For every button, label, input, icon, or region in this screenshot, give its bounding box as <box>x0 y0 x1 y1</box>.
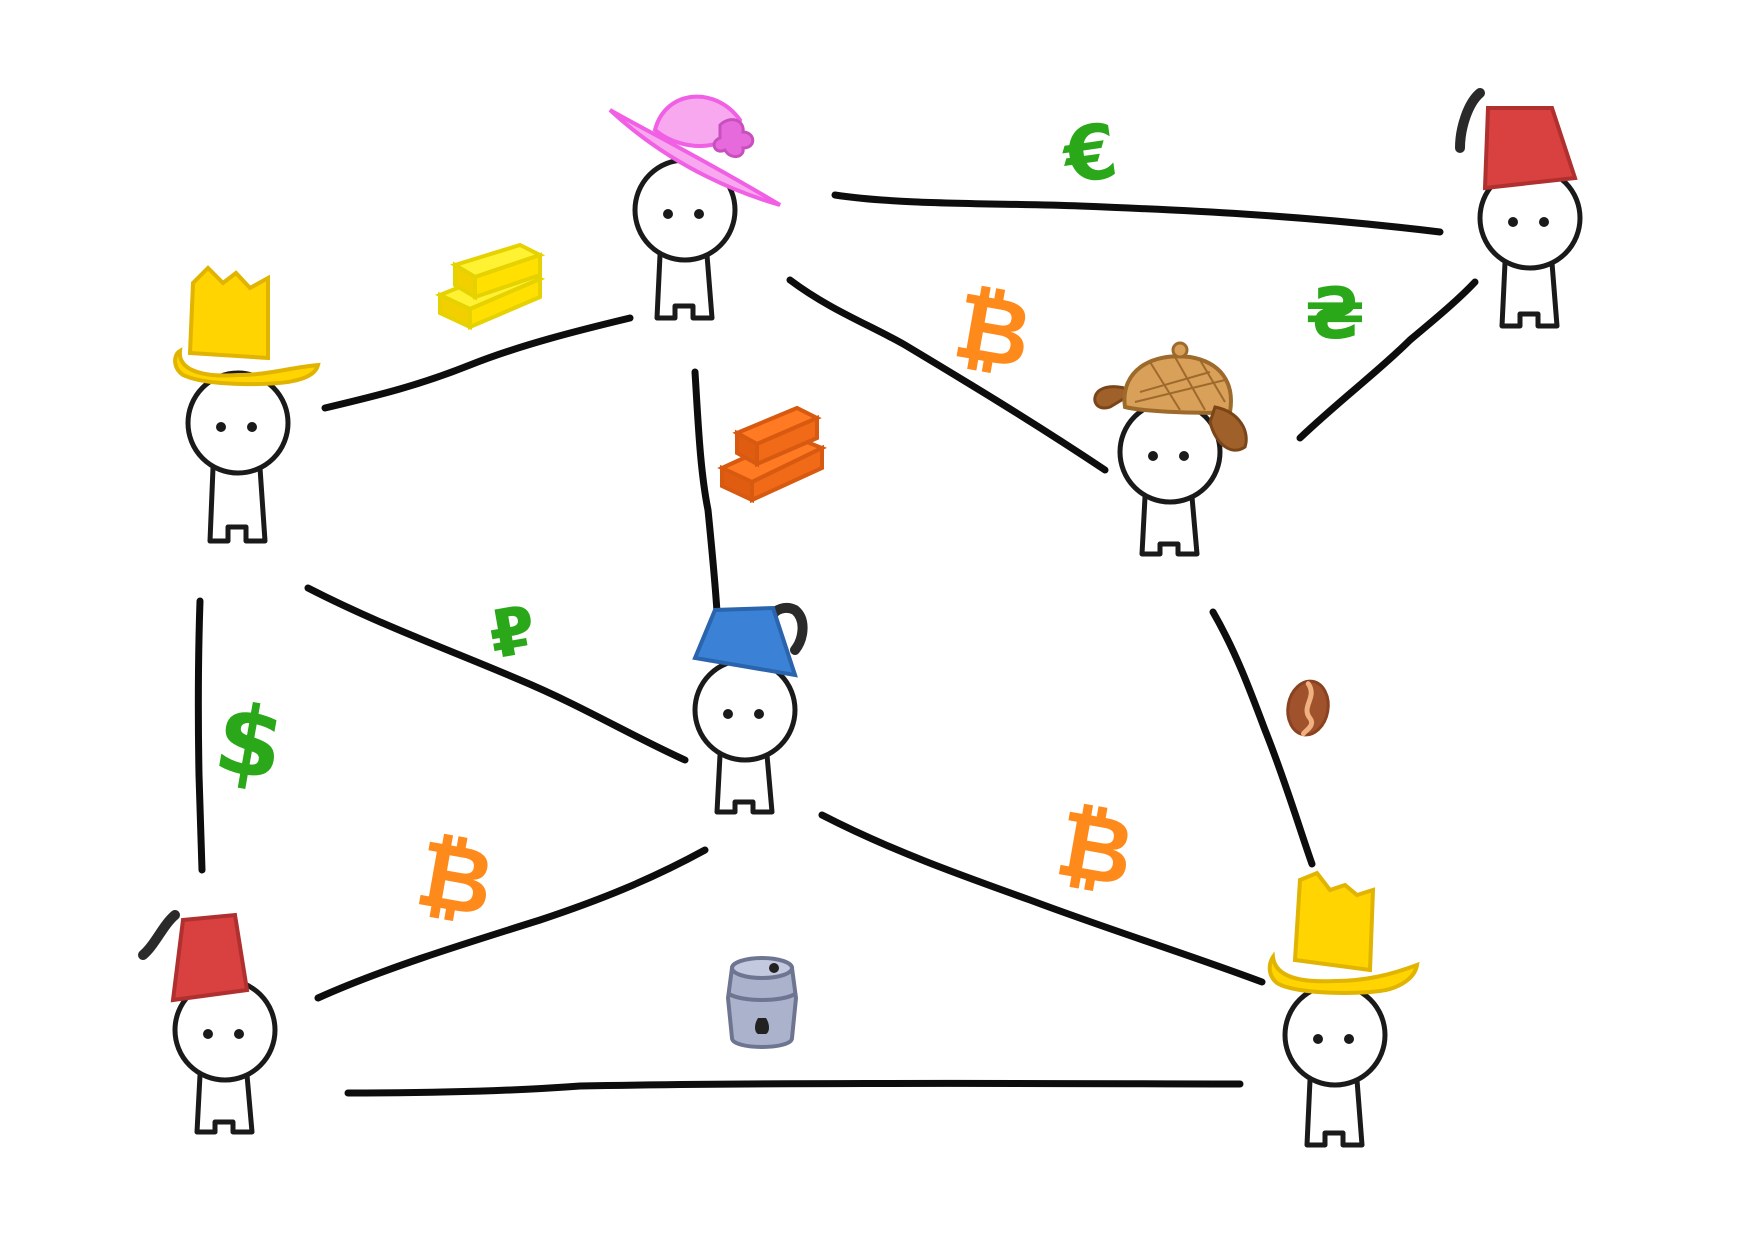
person-yellow-hat-left <box>173 265 321 544</box>
dollar-symbol: $ <box>207 681 292 803</box>
edge-yellowleft-fezbottom <box>194 597 206 874</box>
person-body <box>1477 165 1583 329</box>
ruble-symbol: ₽ <box>483 591 542 675</box>
coffee-bean-icon <box>1286 679 1330 737</box>
edge-detective-fezright <box>1296 278 1479 442</box>
edge-yellowleft-bluefez <box>304 584 689 764</box>
gold-bars-icon <box>434 242 546 331</box>
edge-pink-bluefez <box>691 368 721 616</box>
bitcoin-symbol-bottom-left: ₿ <box>409 819 501 937</box>
fez-icon <box>692 602 808 678</box>
person-red-fez-bottom-left <box>138 910 278 1135</box>
person-body <box>1282 982 1388 1148</box>
edge-pink-detective <box>786 276 1109 474</box>
person-blue-fez-center <box>692 602 808 815</box>
connections <box>194 191 1479 1097</box>
person-body <box>632 157 738 321</box>
keg-icon <box>725 956 799 1049</box>
edge-bluefez-yellowbottom <box>818 811 1266 986</box>
person-body <box>172 977 278 1135</box>
person-red-fez-top-right <box>1455 88 1583 329</box>
edge-pink-fezright <box>831 191 1444 236</box>
person-body <box>692 657 798 815</box>
hryvnia-symbol: ₴ <box>1305 273 1365 355</box>
person-yellow-hat-bottom-right <box>1267 870 1420 1148</box>
cowboy-hat-icon <box>1267 870 1420 995</box>
deerstalker-icon <box>1093 341 1248 452</box>
person-body <box>1117 399 1223 557</box>
person-body <box>185 370 291 544</box>
person-detective <box>1093 341 1248 557</box>
person-pink-sunhat <box>608 94 782 321</box>
edge-detective-yellowbottom <box>1209 608 1316 868</box>
edge-fezbottom-yellowbottom <box>344 1079 1244 1097</box>
edge-yellowleft-pink <box>321 314 634 412</box>
cowboy-hat-icon <box>173 265 321 387</box>
bitcoin-symbol-bottom-right: ₿ <box>1049 789 1141 907</box>
edge-bluefez-fezbottom <box>314 846 709 1002</box>
pink-sunhat-icon <box>608 94 782 207</box>
copper-bars-icon <box>717 405 827 504</box>
fez-icon <box>1455 88 1578 191</box>
euro-symbol: € <box>1056 106 1123 202</box>
bitcoin-symbol-top: ₿ <box>947 271 1039 389</box>
fez-icon <box>138 910 250 1003</box>
